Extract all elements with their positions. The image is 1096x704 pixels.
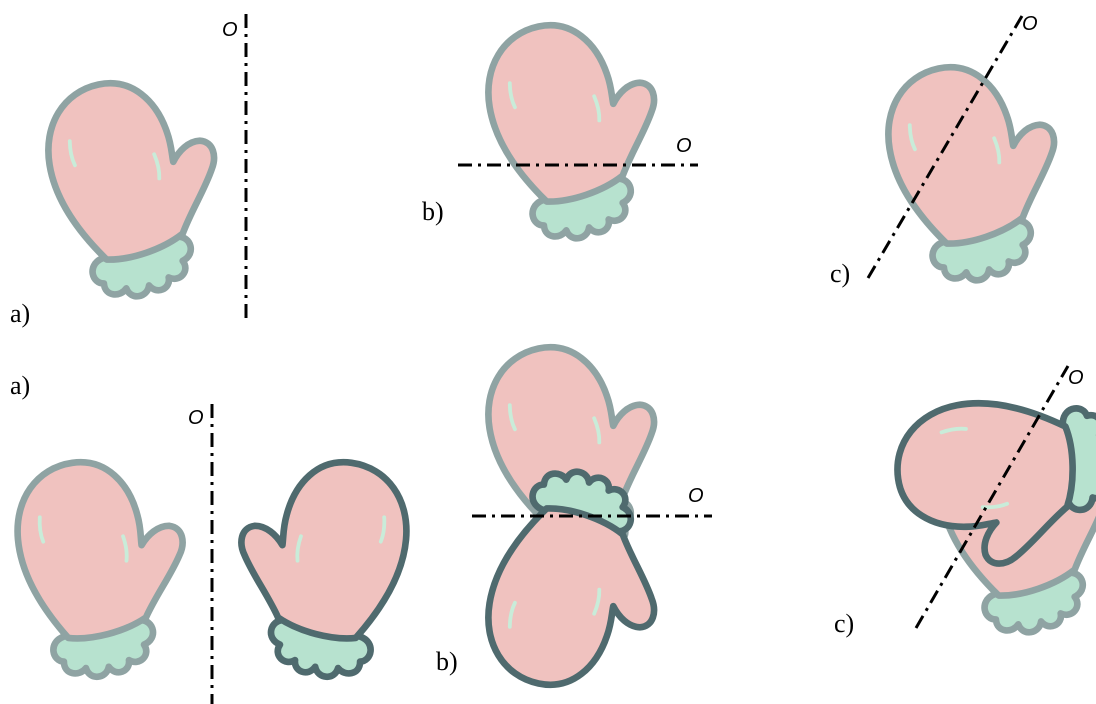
bottom-c-label: c) xyxy=(834,609,854,638)
bottom-b-axis-label: O xyxy=(688,485,704,507)
bottom-a-figure: a) O xyxy=(8,371,415,704)
top-c-axis-label: O xyxy=(1022,13,1038,35)
mitten-icon xyxy=(8,449,199,685)
top-b-axis-label: O xyxy=(676,135,692,157)
top-c-figure: O c) xyxy=(830,13,1079,293)
top-b-label: b) xyxy=(422,197,444,226)
symmetry-axis-icon xyxy=(914,365,1070,629)
bottom-a-label: a) xyxy=(10,371,30,400)
symmetry-axis-icon xyxy=(866,15,1024,279)
top-a-label: a) xyxy=(10,299,30,328)
reflected-mitten-icon xyxy=(224,449,415,685)
top-a-figure: O a) xyxy=(10,14,248,328)
bottom-c-axis-label: O xyxy=(1068,367,1084,389)
top-b-figure: O b) xyxy=(422,6,698,251)
bottom-b-label: b) xyxy=(436,647,458,676)
bottom-c-figure: O c) xyxy=(834,365,1096,645)
bottom-a-axis-label: O xyxy=(188,407,204,429)
reflected-mitten-icon xyxy=(475,459,679,704)
mitten-icon xyxy=(475,6,679,251)
mitten-icon xyxy=(35,64,239,309)
bottom-b-figure: O b) xyxy=(436,328,712,704)
mitten-icon xyxy=(875,48,1079,293)
top-a-axis-label: O xyxy=(222,19,238,41)
top-c-label: c) xyxy=(830,259,850,288)
